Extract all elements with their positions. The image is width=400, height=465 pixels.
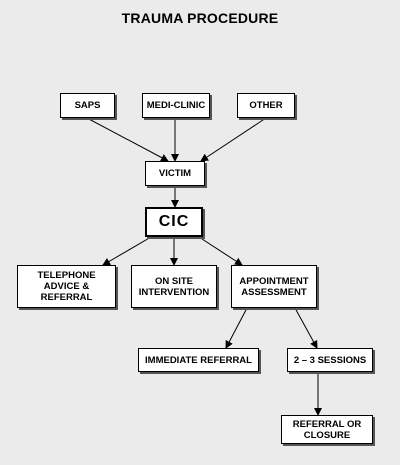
node-cic: CIC bbox=[145, 207, 203, 237]
node-victim: VICTIM bbox=[145, 161, 205, 186]
node-2-3-sessions: 2 – 3 SESSIONS bbox=[287, 348, 373, 372]
arrow-other-to-victim bbox=[200, 117, 267, 162]
node-medi-clinic: MEDI-CLINIC bbox=[142, 93, 210, 118]
arrow-appointment-to-sessions bbox=[294, 307, 318, 349]
node-referral-or-closure: REFERRAL OR CLOSURE bbox=[281, 415, 373, 444]
arrow-cic-to-telephone bbox=[102, 236, 152, 266]
node-telephone-advice-referral: TELEPHONE ADVICE & REFERRAL bbox=[17, 265, 116, 308]
arrow-cic-to-appointment bbox=[198, 236, 243, 266]
node-other: OTHER bbox=[237, 93, 295, 118]
node-appointment-assessment: APPOINTMENT ASSESSMENT bbox=[231, 265, 317, 308]
node-on-site-intervention: ON SITE INTERVENTION bbox=[131, 265, 217, 308]
node-immediate-referral: IMMEDIATE REFERRAL bbox=[138, 348, 259, 372]
diagram-title: TRAUMA PROCEDURE bbox=[121, 10, 279, 26]
arrow-saps-to-victim bbox=[86, 117, 169, 162]
node-saps: SAPS bbox=[60, 93, 115, 118]
arrow-appointment-to-immediate-referral bbox=[225, 307, 248, 349]
